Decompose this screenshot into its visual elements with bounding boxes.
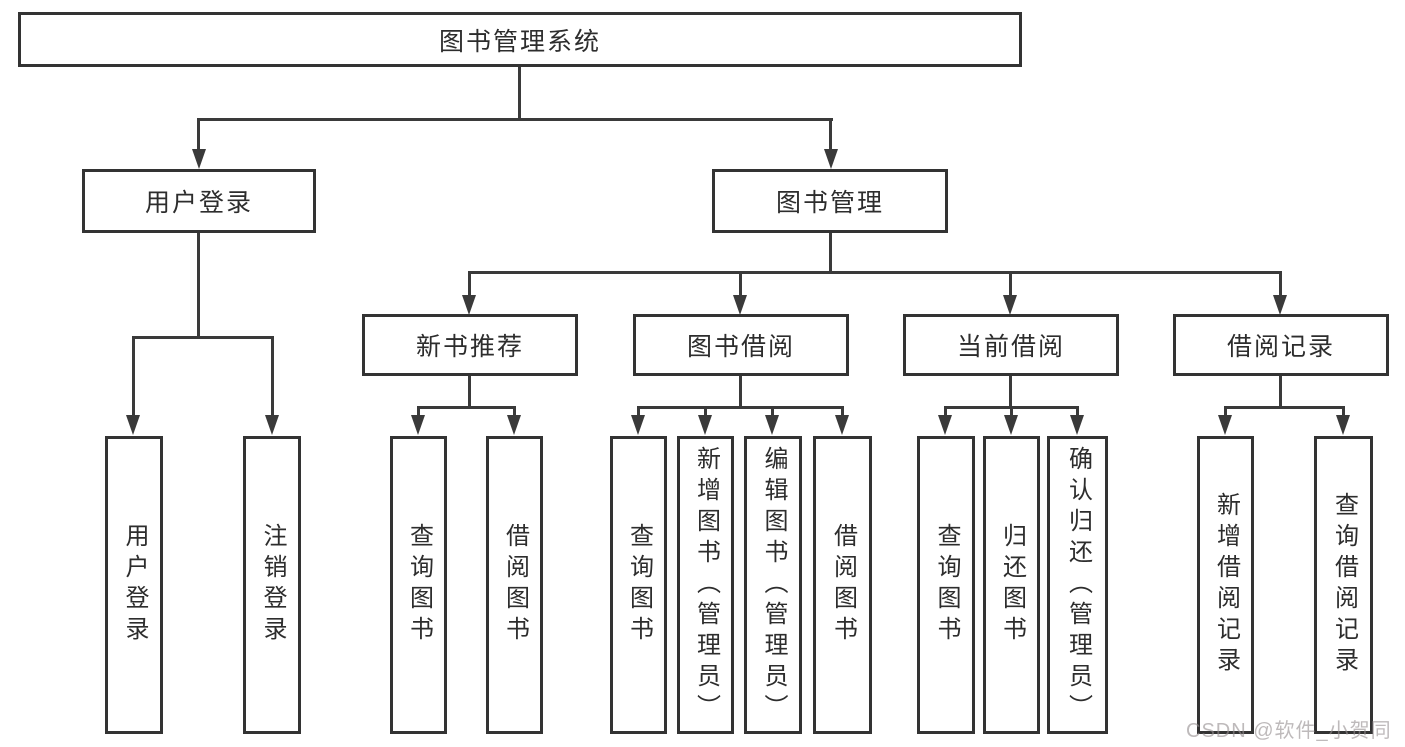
connector-nbr-stub bbox=[468, 271, 471, 297]
node-book-management-label: 图书管理 bbox=[775, 189, 884, 217]
node-user-login-label: 用户登录 bbox=[144, 189, 253, 217]
node-current-borrow-label: 当前借阅 bbox=[956, 333, 1065, 361]
leaf-cb-query-books: 查询图书 bbox=[917, 436, 975, 734]
connector-login-hline bbox=[132, 336, 274, 339]
leaf-bb-edit-books: 编辑图书（管理员） bbox=[744, 436, 802, 734]
arrow-down-new-book-rec bbox=[462, 295, 476, 315]
connector-bm-vline bbox=[829, 233, 832, 273]
node-root-label: 图书管理系统 bbox=[438, 27, 601, 56]
arrow-down-bb-add bbox=[698, 415, 712, 435]
arrow-down-nbr-borrow bbox=[507, 415, 521, 435]
arrow-down-current-borrow bbox=[1003, 295, 1017, 315]
arrow-down-borrow-record bbox=[1273, 295, 1287, 315]
leaf-logout-label: 注销登录 bbox=[259, 523, 286, 647]
connector-cb-stub bbox=[1009, 271, 1012, 297]
leaf-nbr-borrow-books-label: 借阅图书 bbox=[501, 523, 529, 647]
arrow-down-bb-edit bbox=[765, 415, 779, 435]
connector-g4-stub-2 bbox=[1010, 406, 1013, 417]
leaf-br-query-record: 查询借阅记录 bbox=[1314, 436, 1373, 734]
leaf-br-add-record: 新增借阅记录 bbox=[1197, 436, 1254, 734]
leaf-nbr-query-books-label: 查询图书 bbox=[405, 523, 433, 647]
leaf-user-login: 用户登录 bbox=[105, 436, 163, 734]
arrow-down-nbr-query bbox=[411, 415, 425, 435]
leaf-cb-confirm-return: 确认归还（管理员） bbox=[1047, 436, 1108, 734]
connector-g4-stub-1 bbox=[944, 406, 947, 417]
arrow-down-leaf-logout bbox=[265, 415, 279, 435]
connector-g5-stub-1 bbox=[1224, 406, 1227, 417]
leaf-cb-return-books-label: 归还图书 bbox=[998, 523, 1026, 647]
connector-g3-hline bbox=[637, 406, 844, 409]
connector-g3-stub-4 bbox=[841, 406, 844, 417]
node-root: 图书管理系统 bbox=[18, 12, 1022, 67]
connector-level2-hline bbox=[197, 118, 833, 121]
connector-g3-stub-1 bbox=[637, 406, 640, 417]
connector-g2-stub-2 bbox=[513, 406, 516, 417]
node-book-management: 图书管理 bbox=[712, 169, 948, 233]
leaf-br-query-record-label: 查询借阅记录 bbox=[1330, 492, 1358, 678]
connector-g5-hline bbox=[1224, 406, 1345, 409]
arrow-down-br-query bbox=[1336, 415, 1350, 435]
connector-g5-vline bbox=[1279, 376, 1282, 409]
connector-g3-stub-3 bbox=[771, 406, 774, 417]
connector-bookmgmt-stub bbox=[829, 118, 832, 152]
arrow-down-cb-confirm bbox=[1070, 415, 1084, 435]
connector-g2-stub-1 bbox=[417, 406, 420, 417]
leaf-logout: 注销登录 bbox=[243, 436, 301, 734]
leaf-br-add-record-label: 新增借阅记录 bbox=[1212, 492, 1240, 678]
arrow-down-cb-query bbox=[938, 415, 952, 435]
connector-login-stub-left bbox=[132, 336, 135, 416]
node-user-login: 用户登录 bbox=[82, 169, 316, 233]
leaf-bb-edit-books-label: 编辑图书（管理员） bbox=[760, 445, 787, 725]
leaf-cb-return-books: 归还图书 bbox=[983, 436, 1040, 734]
arrow-down-bb-borrow bbox=[835, 415, 849, 435]
connector-g5-stub-2 bbox=[1342, 406, 1345, 417]
leaf-bb-add-books: 新增图书（管理员） bbox=[677, 436, 734, 734]
leaf-bb-query-books: 查询图书 bbox=[610, 436, 667, 734]
leaf-bb-add-books-label: 新增图书（管理员） bbox=[692, 445, 720, 725]
connector-root-vline bbox=[518, 67, 521, 120]
node-borrow-record-label: 借阅记录 bbox=[1226, 333, 1335, 361]
leaf-cb-confirm-return-label: 确认归还（管理员） bbox=[1064, 445, 1092, 725]
node-book-borrow-label: 图书借阅 bbox=[686, 333, 795, 361]
arrow-down-br-add bbox=[1218, 415, 1232, 435]
node-borrow-record: 借阅记录 bbox=[1173, 314, 1389, 376]
arrow-down-leaf-user-login bbox=[126, 415, 140, 435]
connector-userlogin-stub bbox=[197, 118, 200, 152]
node-new-book-recommend-label: 新书推荐 bbox=[415, 333, 524, 361]
connector-g3-stub-2 bbox=[704, 406, 707, 417]
leaf-bb-query-books-label: 查询图书 bbox=[625, 523, 653, 647]
connector-g4-stub-3 bbox=[1076, 406, 1079, 417]
arrow-down-bb-query bbox=[631, 415, 645, 435]
connector-g2-hline bbox=[417, 406, 516, 409]
arrow-down-cb-return bbox=[1004, 415, 1018, 435]
connector-g3-vline bbox=[739, 376, 742, 409]
connector-br-stub bbox=[1279, 271, 1282, 297]
leaf-bb-borrow-books: 借阅图书 bbox=[813, 436, 872, 734]
leaf-bb-borrow-books-label: 借阅图书 bbox=[829, 523, 857, 647]
leaf-nbr-query-books: 查询图书 bbox=[390, 436, 447, 734]
node-book-borrow: 图书借阅 bbox=[633, 314, 849, 376]
connector-g2-vline bbox=[468, 376, 471, 409]
leaf-cb-query-books-label: 查询图书 bbox=[933, 523, 960, 647]
connector-bb-stub bbox=[739, 271, 742, 297]
node-current-borrow: 当前借阅 bbox=[903, 314, 1119, 376]
leaf-nbr-borrow-books: 借阅图书 bbox=[486, 436, 543, 734]
arrow-down-bookmgmt bbox=[824, 149, 838, 169]
leaf-user-login-label: 用户登录 bbox=[121, 523, 148, 647]
connector-login-vline bbox=[197, 233, 200, 339]
csdn-watermark: CSDN @软件_小贺同学 bbox=[1186, 720, 1392, 742]
arrow-down-userlogin bbox=[192, 149, 206, 169]
connector-g4-vline bbox=[1009, 376, 1012, 409]
node-new-book-recommend: 新书推荐 bbox=[362, 314, 578, 376]
arrow-down-book-borrow bbox=[733, 295, 747, 315]
connector-login-stub-right bbox=[271, 336, 274, 416]
connector-level3-hline bbox=[468, 271, 1282, 274]
